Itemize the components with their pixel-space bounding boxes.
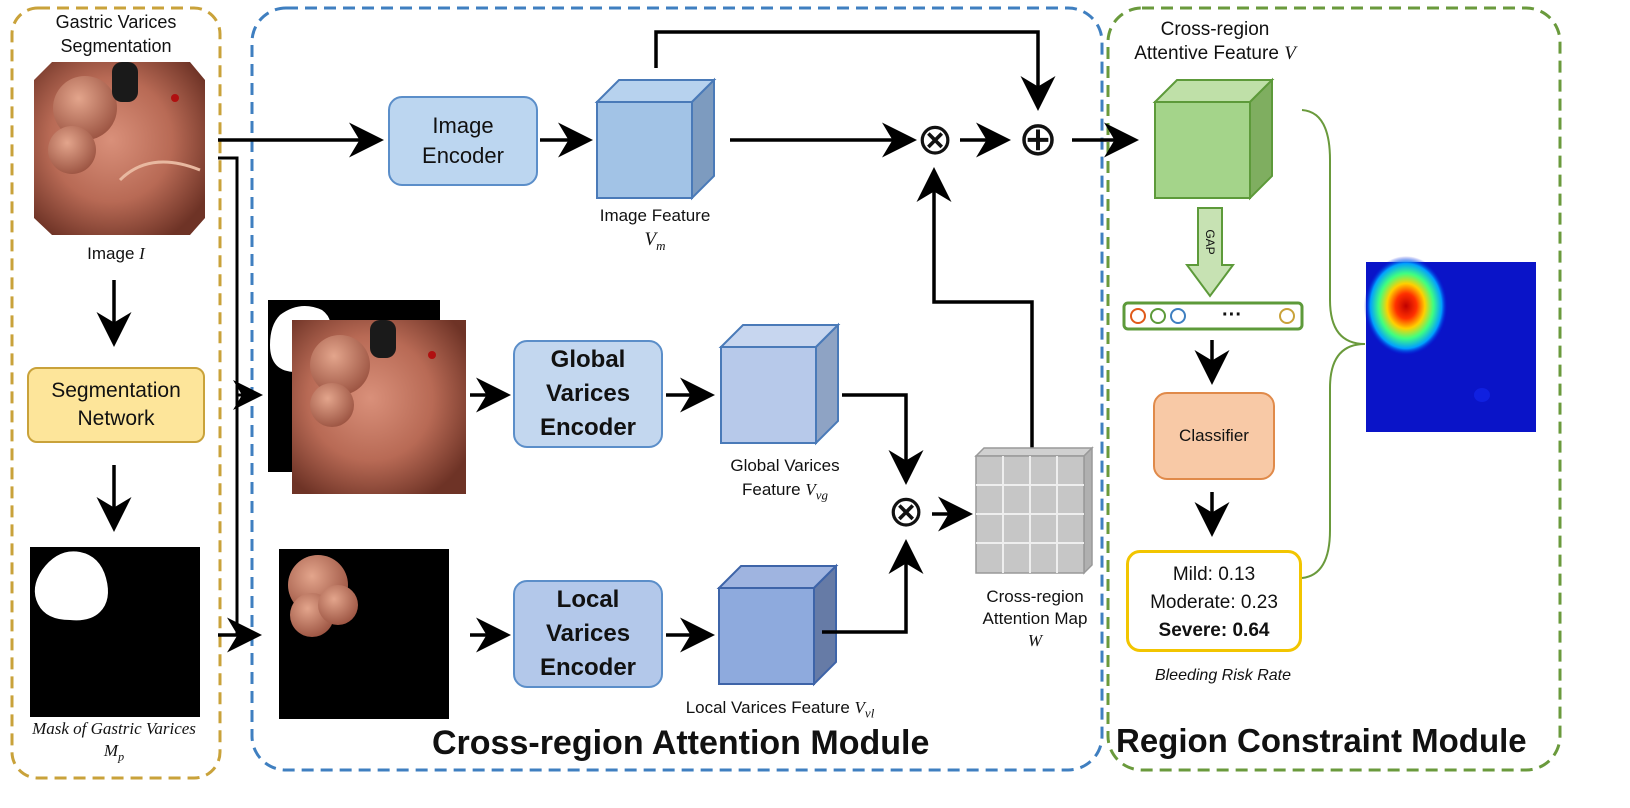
global-feature-cube (718, 322, 841, 446)
image-feature-label: Image Feature Vm (599, 206, 711, 253)
attention-map-label: Cross-region Attention Map W (982, 587, 1088, 650)
region-constraint-module-title: Region Constraint Module (1116, 722, 1527, 759)
left-panel-border (10, 6, 222, 780)
right-panel-border (1106, 6, 1562, 772)
risk-result-box: Mild: 0.13 Moderate: 0.23 Severe: 0.64 (1126, 550, 1302, 652)
local-varices-encoder-box: Local Varices Encoder (513, 580, 663, 688)
local-input-image (279, 549, 449, 719)
heatmap-image (1364, 256, 1536, 432)
local-feature-cube (716, 563, 839, 687)
classifier-box: Classifier (1153, 392, 1275, 480)
segmentation-network-box: Segmentation Network (27, 367, 205, 443)
gap-arrow (1185, 207, 1235, 298)
local-feature-label: Local Varices Feature Vvl (685, 698, 875, 721)
seg-line2: Network (77, 407, 155, 430)
severe-score: Severe: 0.64 (1158, 620, 1270, 641)
attention-map-grid (974, 446, 1094, 575)
otimes-bottom: ⊗ (887, 487, 925, 536)
otimes-top: ⊗ (916, 115, 954, 164)
image-encoder-box: Image Encoder (388, 96, 538, 186)
attentive-feature-label: Cross-region Attentive Feature V (1134, 19, 1296, 64)
endoscopy-image (34, 62, 205, 235)
mild-score: Mild: 0.13 (1172, 564, 1256, 585)
cross-region-attention-module-title: Cross-region Attention Module (432, 724, 930, 762)
left-panel-title: Gastric Varices Segmentation (14, 10, 218, 58)
global-input-images (268, 300, 466, 494)
left-title-line2: Segmentation (60, 36, 172, 56)
mask-label: Mask of Gastric Varices Mp (32, 719, 196, 764)
vector-ellipsis: ··· (1222, 304, 1242, 326)
risk-caption: Bleeding Risk Rate (1154, 667, 1292, 684)
global-feature-label: Global Varices Feature Vvg (730, 456, 840, 503)
left-title-line1: Gastric Varices (55, 12, 177, 32)
moderate-score: Moderate: 0.23 (1150, 592, 1278, 613)
curly-brace (1301, 109, 1366, 579)
global-varices-encoder-box: Global Varices Encoder (513, 340, 663, 448)
gap-label: GAP (1203, 229, 1217, 255)
oplus: ⊕ (1017, 113, 1059, 166)
image-label: Image I (87, 244, 145, 263)
pooled-vector (1122, 301, 1304, 331)
seg-line1: Segmentation (51, 379, 181, 402)
attentive-feature-cube (1152, 77, 1275, 201)
varices-mask-image (30, 547, 200, 717)
image-feature-cube (594, 77, 717, 201)
